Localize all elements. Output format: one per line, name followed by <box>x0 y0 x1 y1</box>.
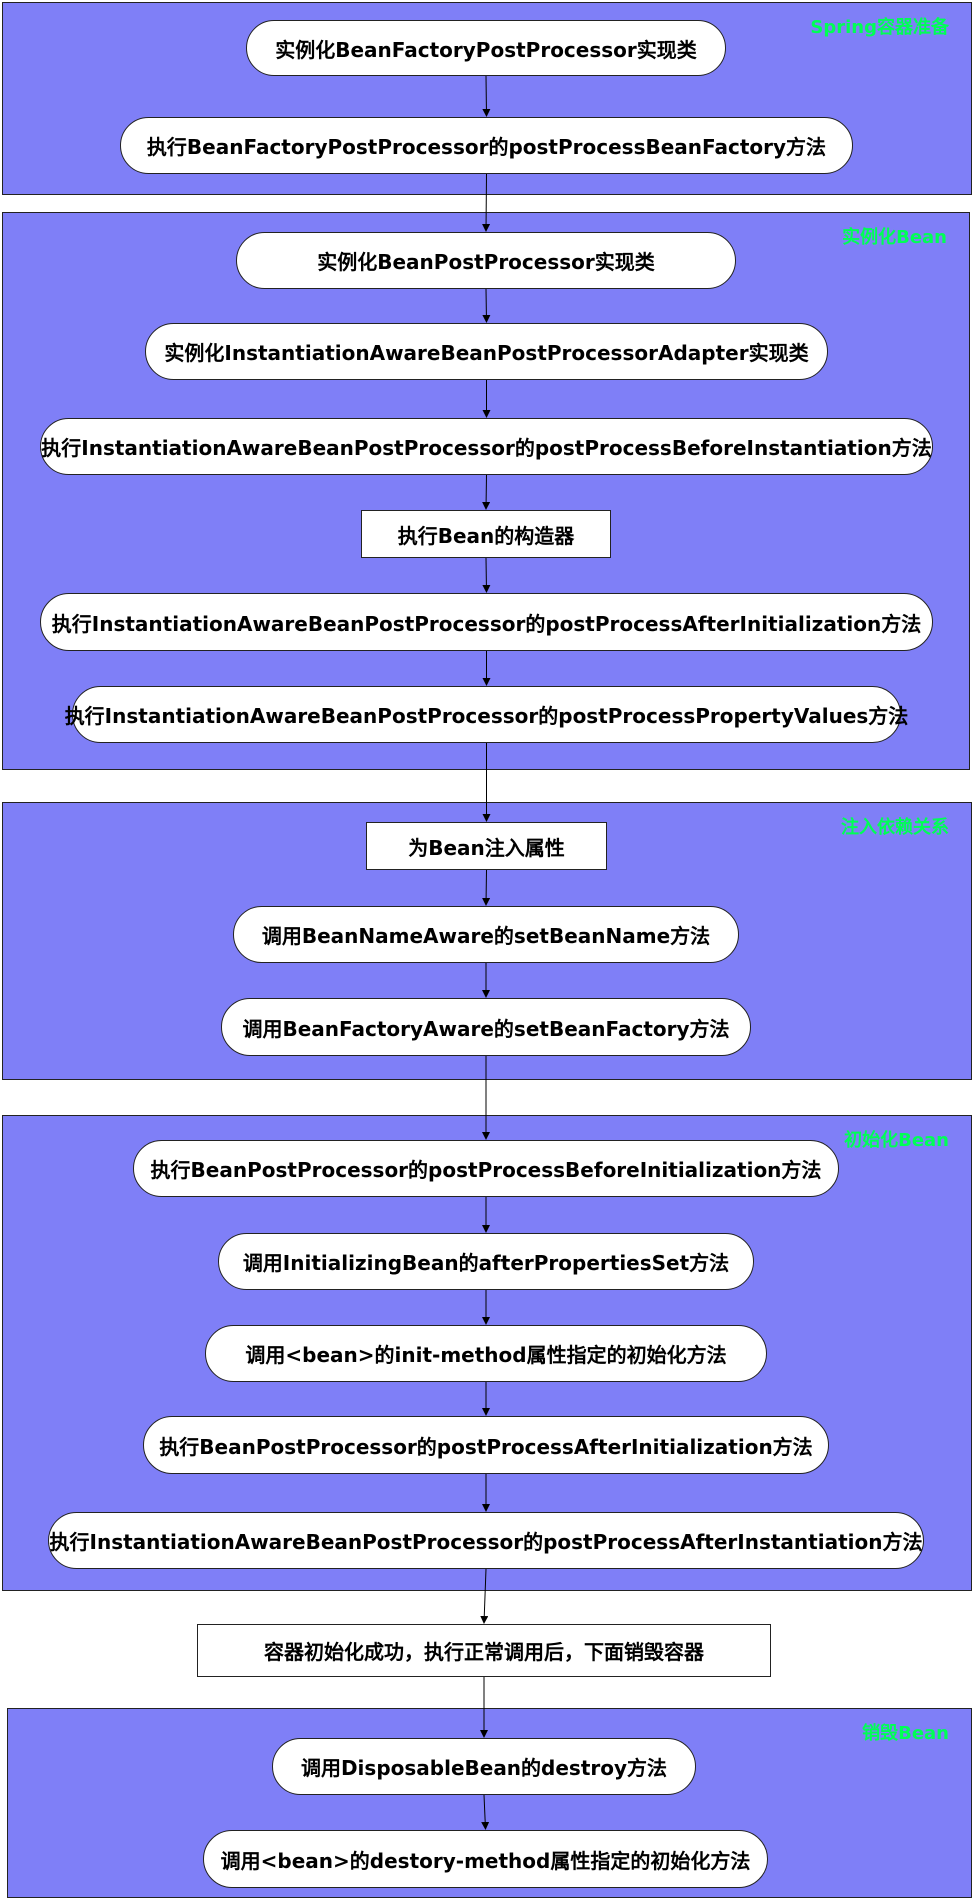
step-node: 执行Bean的构造器 <box>361 510 611 558</box>
step-node: 调用DisposableBean的destroy方法 <box>272 1738 696 1795</box>
step-node: 执行BeanFactoryPostProcessor的postProcessBe… <box>120 117 853 174</box>
step-node: 调用InitializingBean的afterPropertiesSet方法 <box>218 1233 754 1290</box>
section-label: 初始化Bean <box>844 1130 949 1151</box>
step-node: 实例化BeanFactoryPostProcessor实现类 <box>246 20 726 76</box>
step-node: 实例化InstantiationAwareBeanPostProcessorAd… <box>145 323 828 380</box>
section-label: 注入依赖关系 <box>841 817 949 838</box>
step-node: 调用<bean>的destory-method属性指定的初始化方法 <box>203 1830 768 1888</box>
section-label: 实例化Bean <box>842 227 947 248</box>
step-node: 执行InstantiationAwareBeanPostProcessor的po… <box>48 1512 924 1569</box>
step-node: 执行InstantiationAwareBeanPostProcessor的po… <box>40 593 933 651</box>
step-node: 调用BeanFactoryAware的setBeanFactory方法 <box>221 998 751 1056</box>
step-node: 执行BeanPostProcessor的postProcessBeforeIni… <box>133 1140 839 1197</box>
step-node: 实例化BeanPostProcessor实现类 <box>236 232 736 289</box>
step-node: 执行InstantiationAwareBeanPostProcessor的po… <box>65 686 908 743</box>
step-node: 执行BeanPostProcessor的postProcessAfterInit… <box>143 1416 829 1474</box>
section-label: Spring容器准备 <box>810 17 949 38</box>
step-node: 为Bean注入属性 <box>366 822 607 870</box>
step-node: 执行InstantiationAwareBeanPostProcessor的po… <box>40 418 933 475</box>
step-node: 调用<bean>的init-method属性指定的初始化方法 <box>205 1325 767 1382</box>
step-node: 容器初始化成功，执行正常调用后，下面销毁容器 <box>197 1624 771 1677</box>
section-label: 销毁Bean <box>862 1723 949 1744</box>
step-node: 调用BeanNameAware的setBeanName方法 <box>233 906 739 963</box>
